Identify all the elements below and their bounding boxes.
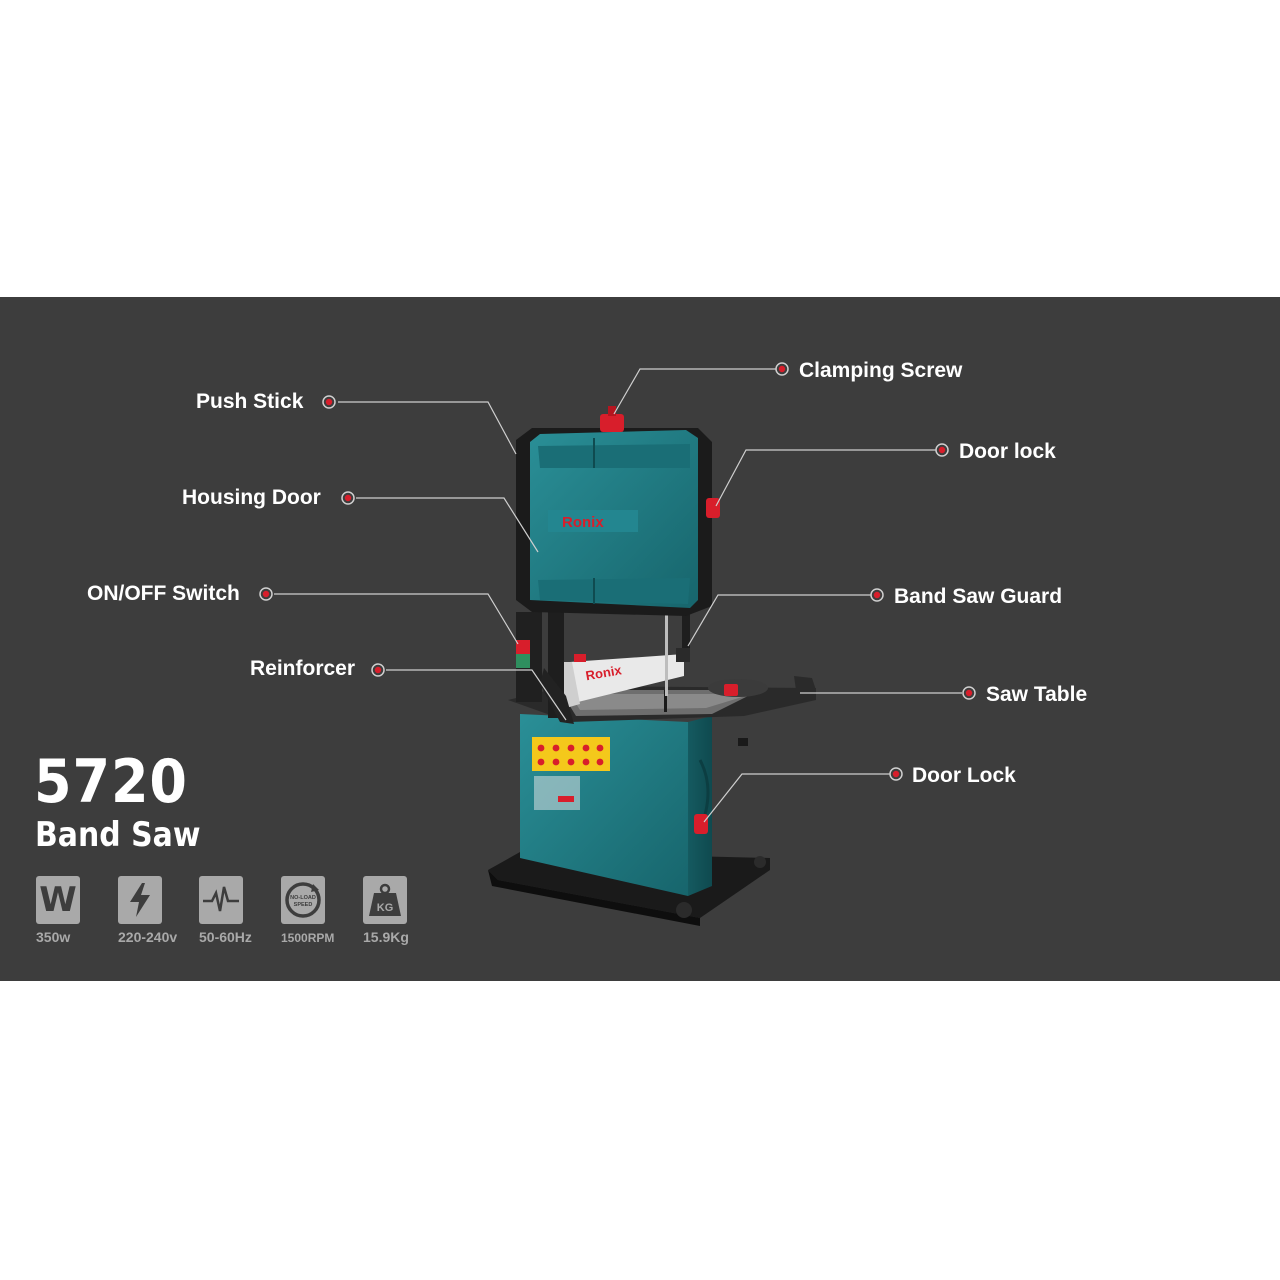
callout-band-saw-guard: Band Saw Guard [894,585,1063,608]
clamping-screw-knob [600,414,624,432]
on-off-switch [516,640,530,654]
spec-weight: KG 15.9Kg [363,876,453,948]
reinforcer-leader [386,669,567,721]
spec-voltage: 220-240v [118,876,208,948]
callout-door-lock-lower: Door Lock [912,764,1016,787]
svg-text:Ronix: Ronix [584,662,623,683]
wattage-icon: W [36,876,80,924]
spec-value: 15.9Kg [363,929,409,945]
spec-speed: NO-LOAD SPEED 1500RPM [281,876,371,948]
spec-frequency: 50-60Hz [199,876,289,948]
callout-saw-table: Saw Table [986,683,1088,706]
frequency-wave-icon [199,876,243,924]
no-load-speed-icon: NO-LOAD SPEED [281,876,325,924]
callout-door-lock-upper: Door lock [959,440,1056,463]
blade-guard [682,602,690,650]
callout-on-off-switch: ON/OFF Switch [87,582,240,605]
warning-label [532,737,610,771]
door-lock-upper-leader [715,449,936,507]
band-saw-guard-leader [687,594,872,647]
model-number: 5720 [34,747,188,817]
svg-text:SPEED: SPEED [294,902,313,908]
housing-door-leader [356,497,539,553]
push-stick-leader [338,401,517,455]
svg-text:NO-LOAD: NO-LOAD [290,895,316,901]
spec-value: 350w [36,929,71,945]
spec-value: 220-240v [118,929,178,945]
callout-reinforcer: Reinforcer [250,657,356,680]
spec-plate [534,776,580,810]
clamping-screw-leader [613,368,776,415]
callout-dots [259,362,976,781]
callout-push-stick: Push Stick [196,390,304,413]
callout-clamping-screw: Clamping Screw [799,359,963,382]
on-off-switch-leader [274,593,519,645]
spec-value: 50-60Hz [199,929,252,945]
model-name: Band Saw [35,815,201,855]
callout-housing-door: Housing Door [182,486,321,509]
spec-value: 1500RPM [281,931,335,945]
rip-fence [570,654,684,702]
svg-text:Ronix: Ronix [562,514,604,531]
door-lock-knob-upper [706,498,720,518]
door-lock-knob-lower [694,814,708,834]
svg-text:KG: KG [377,902,394,914]
door-lock-lower-leader [703,773,890,823]
weight-kg-icon: KG [363,876,407,924]
spec-wattage: W 350w [36,876,126,948]
reinforcer-bracket [540,668,574,724]
voltage-bolt-icon [118,876,162,924]
